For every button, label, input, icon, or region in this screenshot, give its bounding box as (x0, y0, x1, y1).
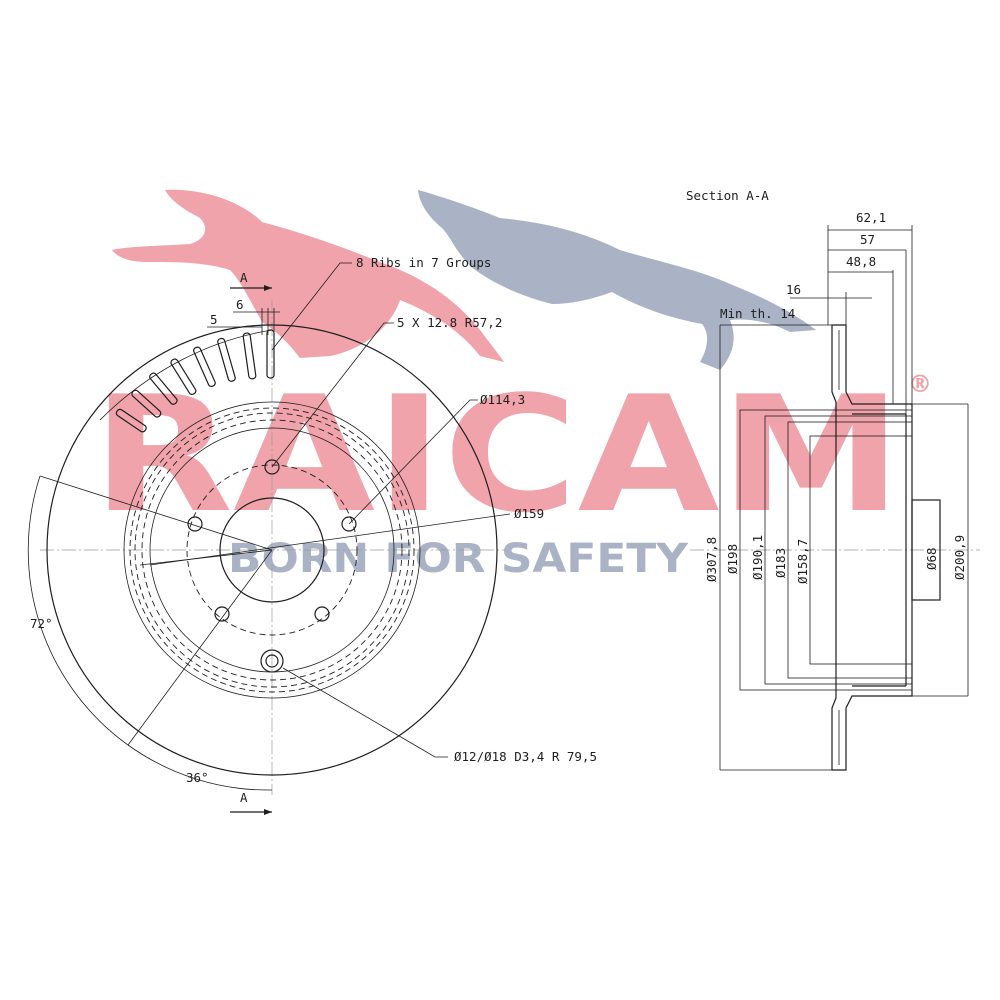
dim-57-label: 57 (860, 232, 875, 247)
angle-arc-72 (27, 475, 129, 746)
d68-label: Ø68 (924, 547, 939, 570)
bolt-holes (187, 459, 357, 622)
bolt-hole (341, 516, 357, 532)
d158-label: Ø158,7 (795, 539, 810, 584)
raicam-slogan: BORN FOR SAFETY (228, 536, 689, 582)
d198-label: Ø198 (725, 544, 740, 574)
d190-label: Ø190,1 (750, 535, 765, 580)
rib (266, 329, 275, 379)
hat-hidden-edge-3 (141, 419, 403, 681)
section-marker-bottom: A (240, 790, 248, 805)
dim-48-label: 48,8 (846, 254, 876, 269)
section-arrow-bottom-head (264, 809, 272, 815)
hole-note: Ø12/Ø18 D3,4 R 79,5 (454, 749, 597, 764)
bolt-circle (186, 464, 358, 636)
angle-72-label: 72° (30, 616, 53, 631)
pcd-leader (348, 399, 478, 525)
section-profile-outline (831, 324, 913, 771)
rib (131, 389, 162, 418)
section-arrow-top-head (264, 285, 272, 291)
front-view: 72° 36° A A 5 6 8 Ribs in 7 Groups 5 X 1… (27, 255, 597, 815)
red-panther-silhouette (112, 189, 504, 362)
hat-dia-label: Ø159 (514, 506, 544, 521)
bolt-hole (187, 516, 203, 532)
rib (115, 408, 147, 433)
center-bore (219, 497, 325, 603)
bolt-leader (271, 322, 394, 468)
raicam-watermark: RAICAM ® BORN FOR SAFETY (92, 189, 932, 582)
d158-outline (809, 435, 913, 665)
locating-hole-outer (260, 649, 284, 673)
locating-hole-inner (265, 654, 279, 668)
rib (149, 372, 178, 405)
angle-line-36 (127, 549, 273, 746)
bolt-hole (214, 606, 230, 622)
hat-hidden-edge-2 (134, 412, 410, 688)
angle-arc-36 (127, 744, 273, 791)
dim-6-label: 6 (236, 297, 244, 312)
bolt-hole (264, 459, 280, 475)
angle-36-label: 36° (186, 770, 209, 785)
dim-16-label: 16 (786, 282, 801, 297)
hole-leader (282, 667, 448, 758)
d200-label: Ø200,9 (952, 535, 967, 580)
pcd-label: Ø114,3 (480, 392, 525, 407)
hat-hidden-edge-1 (129, 407, 415, 693)
ventilation-ribs (99, 329, 275, 433)
ribs-leader (271, 262, 352, 351)
bolt-hole (314, 606, 330, 622)
dim-5-label: 5 (210, 312, 218, 327)
section-title: Section A-A (686, 188, 769, 203)
ribs-note: 8 Ribs in 7 Groups (356, 255, 491, 270)
rib (242, 332, 257, 380)
rib (217, 337, 236, 382)
rib (170, 358, 197, 396)
bolt-note: 5 X 12.8 R57,2 (397, 315, 502, 330)
d183-label: Ø183 (773, 548, 788, 578)
d307-label: Ø307,8 (704, 537, 719, 582)
rib (193, 346, 216, 388)
dim-62-label: 62,1 (856, 210, 886, 225)
section-view: Section A-A Ø307,8 Ø198 Ø190,1 Ø183 Ø158… (686, 188, 980, 771)
grey-panther-silhouette (418, 190, 816, 370)
min-thickness-label: Min th. 14 (720, 306, 795, 321)
hat-dia-leader (149, 513, 511, 566)
angle-line-mid (139, 549, 273, 566)
section-marker-top: A (240, 270, 248, 285)
angle-line-72-upper (39, 475, 273, 551)
disc-outer-edge (46, 324, 498, 776)
braking-band-inner-edge (123, 401, 421, 699)
raicam-logo-text: RAICAM (92, 361, 902, 548)
